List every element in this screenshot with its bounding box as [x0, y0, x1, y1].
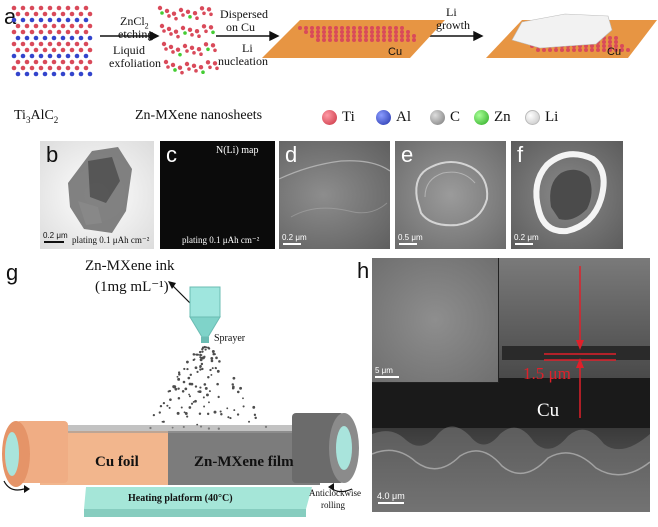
panel-b-scale: 0.2 μm: [43, 231, 68, 240]
step2-label-top1: Dispersed: [220, 7, 268, 21]
heating-platform: [84, 487, 312, 509]
legend-label-al: Al: [396, 109, 411, 125]
step1-label-bottom1: Liquid: [113, 43, 145, 57]
ink-label-line2: (1mg mL⁻¹): [95, 279, 169, 295]
left-roller: [2, 421, 68, 487]
panel-a-schematic: [11, 5, 657, 77]
step2-label-bottom1: Li: [242, 41, 253, 55]
film-label: Zn-MXene film: [194, 454, 294, 470]
panel-label-g: g: [6, 260, 19, 285]
panel-e-sem-image: 0.5 μm: [395, 141, 506, 249]
panel-b-caption: plating 0.1 μAh cm⁻²: [72, 235, 150, 245]
panel-label-a: a: [4, 4, 17, 29]
panel-d-sem-image: 0.2 μm: [279, 141, 390, 249]
panel-g-schematic: [2, 281, 359, 517]
legend-dot-zn: [474, 110, 489, 125]
step3-label-top2: growth: [436, 18, 470, 32]
zn-mxene-nanosheets: [157, 5, 219, 75]
platform-label: Heating platform (40°C): [128, 493, 233, 504]
ti3alc2-lattice: [11, 5, 93, 77]
legend-label-c: C: [450, 109, 461, 125]
ink-label-line1: Zn-MXene ink: [85, 258, 175, 274]
panel-f-scale: 0.2 μm: [514, 233, 539, 242]
thickness-label: 1.5 μm: [523, 364, 571, 383]
caption-zn-mxene: Zn-MXene nanosheets: [135, 108, 263, 123]
right-roller: [292, 413, 359, 483]
panel-h-inset: 5 μm: [372, 258, 499, 383]
legend-dot-li: [525, 110, 540, 125]
cu-foil-band: [40, 431, 168, 485]
sprayer-label: Sprayer: [214, 333, 246, 344]
legend-dot-ti: [322, 110, 337, 125]
cu-label-1: Cu: [388, 46, 403, 58]
legend-dot-c: [430, 110, 445, 125]
sprayer-icon: [189, 286, 221, 343]
rolling-label-1: Anticlockwise: [309, 488, 361, 498]
step2-label-bottom2: nucleation: [218, 54, 268, 68]
zn-mxene-film-band: [168, 431, 320, 485]
cu-label-2: Cu: [607, 46, 622, 58]
panel-b-tem-image: 0.2 μm plating 0.1 μAh cm⁻²: [40, 141, 154, 249]
step2-label-top2: on Cu: [226, 20, 256, 34]
legend-label-zn: Zn: [494, 109, 511, 125]
panel-label-b: b: [46, 142, 59, 167]
legend-label-li: Li: [545, 109, 559, 125]
panel-label-c: c: [166, 142, 177, 167]
panel-h-cross-section: 5 μm 1.5 μm Cu 4.0 μm: [372, 258, 650, 512]
arrow-1: [100, 30, 160, 42]
rolling-label-2: rolling: [321, 500, 345, 510]
panel-label-d: d: [285, 142, 298, 167]
legend-label-ti: Ti: [342, 109, 355, 125]
panel-label-e: e: [401, 142, 414, 167]
cu-foil-label: Cu foil: [95, 454, 139, 470]
li-deposit: [511, 13, 613, 49]
panel-h-scale: 4.0 μm: [377, 491, 405, 501]
panel-c-map-label: N(Li) map: [216, 145, 259, 156]
panel-c-caption: plating 0.1 μAh cm⁻²: [182, 235, 260, 245]
caption-ti3alc2: Ti3AlC2: [14, 108, 59, 125]
arrow-2: [216, 30, 280, 42]
panel-label-h: h: [357, 258, 370, 283]
step3-label-top1: Li: [446, 5, 457, 19]
step1-label-top2: etching: [118, 27, 154, 41]
cu-cross-section-label: Cu: [537, 400, 560, 421]
panel-label-f: f: [517, 142, 524, 167]
step1-label-bottom2: exfoliation: [109, 56, 161, 70]
panel-d-scale: 0.2 μm: [282, 233, 307, 242]
panel-h-inset-scale: 5 μm: [375, 366, 393, 375]
panel-e-scale: 0.5 μm: [398, 233, 423, 242]
panel-c-li-map: N(Li) map plating 0.1 μAh cm⁻²: [160, 141, 275, 249]
step1-label-top: ZnCl2: [120, 14, 149, 31]
panel-f-sem-image: 0.2 μm: [511, 141, 623, 249]
legend-dot-al: [376, 110, 391, 125]
